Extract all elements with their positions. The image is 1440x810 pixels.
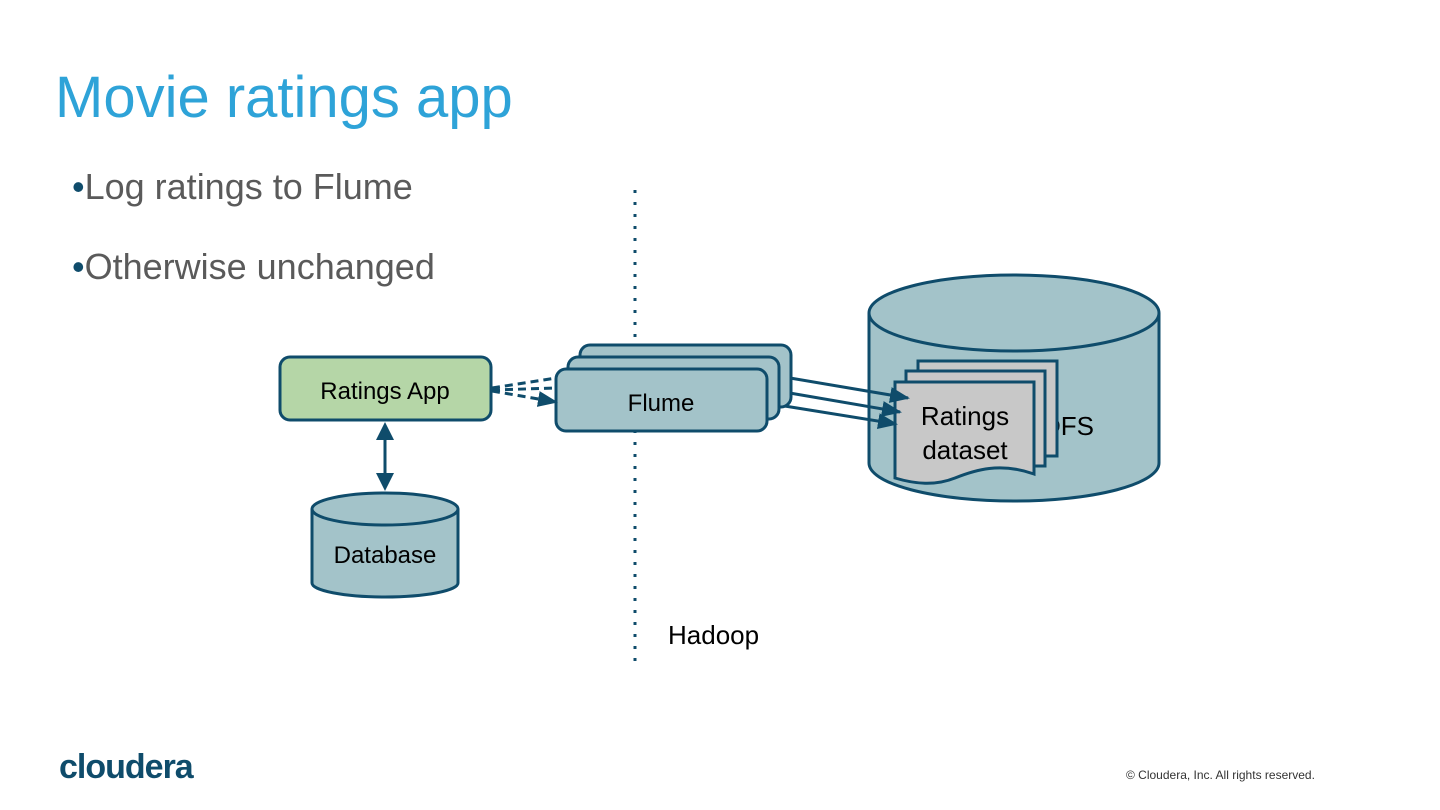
bullet-item: •Log ratings to Flume [72,166,413,207]
app-to-flume-arrow [491,376,557,390]
hadoop-label: Hadoop [668,620,759,650]
arrow-down-icon [376,473,394,491]
app-to-flume-arrow [491,389,558,407]
arrow-up-icon [376,422,394,440]
ratings-app-label: Ratings App [320,378,449,405]
app-to-flume-arrow [491,386,557,392]
cloudera-logo: cloudera [59,748,194,786]
ratings-app-node: Ratings App [278,355,493,422]
flume-to-hdfs-arrow [777,389,902,417]
copyright-text: © Cloudera, Inc. All rights reserved. [1126,768,1315,782]
slide-title: Movie ratings app [55,65,513,130]
flume-to-hdfs-arrow [765,401,898,430]
svg-text:Ratings: Ratings [921,401,1009,431]
bullet-icon: • [72,166,85,207]
bullet-icon: • [72,246,85,287]
svg-text:dataset: dataset [922,435,1008,465]
flume-label: Flume [628,390,695,417]
flume-node: Flume [554,343,793,433]
database-label: Database [334,542,437,569]
ratings-dataset-node: Ratings dataset [893,359,1059,485]
flume-to-hdfs-arrow [789,376,910,403]
bullet-item: •Otherwise unchanged [72,246,435,287]
database-node: Database [310,491,460,599]
